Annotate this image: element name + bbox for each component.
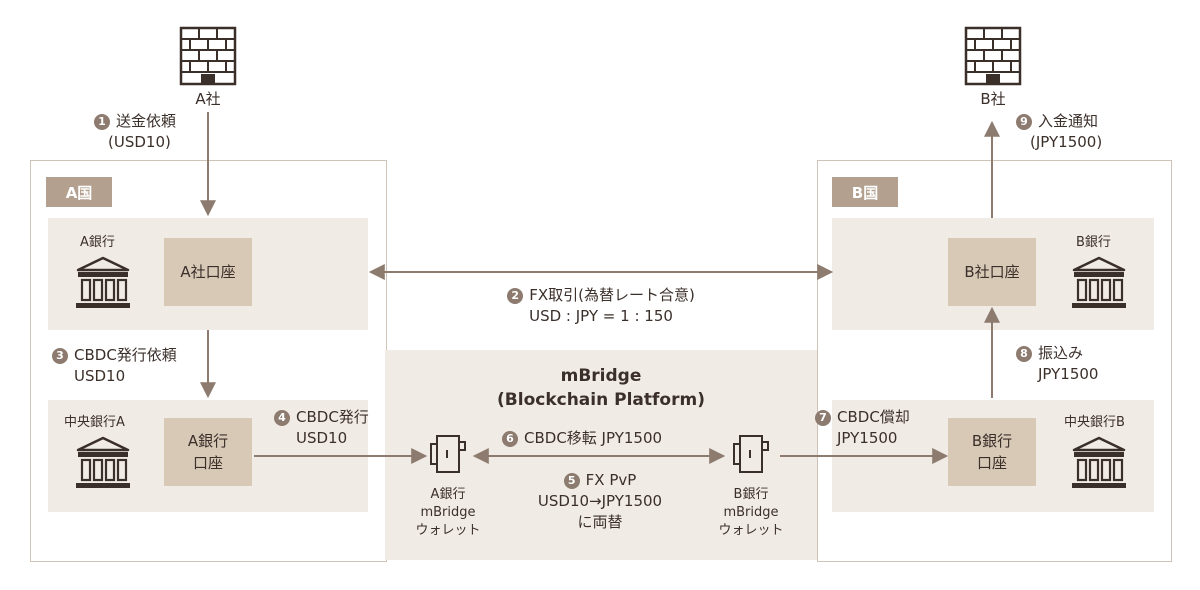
wallet-a-label: A銀行 mBridge ウォレット bbox=[408, 486, 488, 540]
company-b-account: B社口座 bbox=[948, 238, 1036, 306]
company-a-label: A社 bbox=[195, 90, 221, 108]
step7-number: 7 bbox=[815, 410, 831, 426]
step3-number: 3 bbox=[52, 348, 68, 364]
wallet-b-icon bbox=[733, 435, 769, 473]
step1-amount: (USD10) bbox=[108, 133, 171, 151]
wallet-b-label: B銀行 mBridge ウォレット bbox=[711, 486, 791, 540]
central-bank-b-icon bbox=[1070, 436, 1128, 490]
company-b-label: B社 bbox=[980, 90, 1006, 108]
step2-rate: USD : JPY = 1 : 150 bbox=[529, 307, 673, 325]
central-bank-b-name: 中央銀行B bbox=[1064, 415, 1125, 430]
central-bank-a-name: 中央銀行A bbox=[64, 415, 125, 430]
step1-number: 1 bbox=[94, 114, 110, 130]
company-a-building-icon bbox=[179, 26, 237, 86]
bank-b-account-line2: 口座 bbox=[976, 454, 1007, 472]
bank-a-icon bbox=[74, 256, 132, 310]
bank-a-name: A銀行 bbox=[80, 235, 115, 250]
company-a-account: A社口座 bbox=[164, 238, 252, 306]
country-b-tag: B国 bbox=[832, 177, 898, 207]
step4-number: 4 bbox=[274, 410, 290, 426]
step9-number: 9 bbox=[1016, 114, 1032, 130]
step5-conversion: USD10→JPY1500 bbox=[537, 492, 663, 510]
platform-title: mBridge (Blockchain Platform) bbox=[470, 364, 732, 412]
wallet-a-line3: ウォレット bbox=[415, 523, 481, 538]
bank-a-account-line1: A銀行 bbox=[187, 432, 229, 450]
wallet-a-line1: A銀行 bbox=[430, 487, 466, 502]
step3-amount: USD10 bbox=[74, 367, 126, 385]
company-b-building-icon bbox=[964, 26, 1022, 86]
step7-amount: JPY1500 bbox=[837, 429, 898, 447]
step4-amount: USD10 bbox=[296, 429, 348, 447]
step5-number: 5 bbox=[563, 473, 580, 489]
central-bank-a-icon bbox=[74, 436, 132, 490]
bank-b-account-line1: B銀行 bbox=[971, 432, 1013, 450]
step2-number: 2 bbox=[507, 288, 524, 304]
wallet-a-icon bbox=[430, 435, 466, 473]
step6-number: 6 bbox=[502, 431, 518, 447]
bank-a-account: A銀行 口座 bbox=[164, 418, 252, 486]
wallet-b-line1: B銀行 bbox=[733, 487, 769, 502]
step9-amount: (JPY1500) bbox=[1030, 133, 1103, 151]
step8-number: 8 bbox=[1016, 346, 1032, 362]
country-a-tag: A国 bbox=[46, 177, 112, 207]
bank-b-name: B銀行 bbox=[1076, 235, 1111, 250]
platform-title-line2: (Blockchain Platform) bbox=[497, 390, 705, 410]
bank-b-account: B銀行 口座 bbox=[948, 418, 1036, 486]
platform-title-line1: mBridge bbox=[560, 366, 642, 386]
bank-a-account-line2: 口座 bbox=[192, 454, 223, 472]
wallet-b-line3: ウォレット bbox=[718, 523, 784, 538]
wallet-a-line2: mBridge bbox=[420, 505, 476, 520]
wallet-b-line2: mBridge bbox=[723, 505, 779, 520]
step5-suffix: に両替 bbox=[577, 513, 623, 531]
step8-amount: JPY1500 bbox=[1038, 365, 1099, 383]
bank-b-icon bbox=[1070, 256, 1128, 310]
